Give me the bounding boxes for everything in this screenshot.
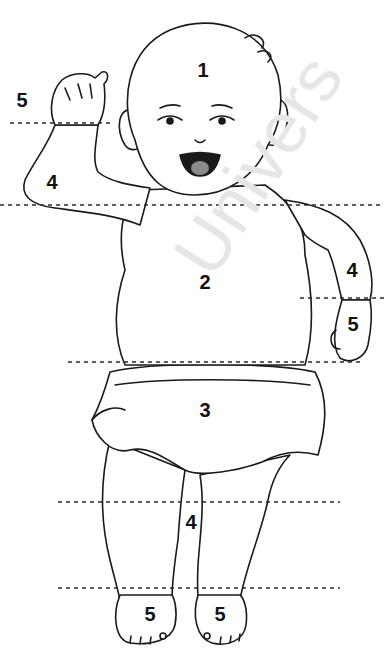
toenail [160,633,166,639]
toenail [204,633,210,639]
division-line [58,501,340,503]
thumb [331,330,340,349]
pupil [167,118,173,124]
callout-number: 3 [199,400,210,420]
division-line [300,297,384,299]
callout-number: 4 [346,260,357,280]
callout-number: 4 [185,512,196,532]
left-leg [103,440,186,600]
callout-number: 2 [199,272,210,292]
right-leg [198,455,290,600]
tongue [191,161,209,175]
callout-number: 4 [46,172,57,192]
diaper-band [115,380,310,385]
callout-number: 5 [347,314,358,334]
raised-hand [51,72,107,125]
callout-number: 5 [214,604,225,624]
nose [195,140,205,143]
diaper-fold [92,408,125,420]
right-hand [335,300,372,361]
callout-number: 5 [16,90,27,110]
diaper [92,365,325,474]
division-line [58,587,340,589]
hair-curl [245,35,271,62]
eyebrows [160,105,232,108]
right-foot [195,595,246,644]
watermark: Univers [161,43,354,287]
callout-number: 5 [144,604,155,624]
finger-lines [65,84,92,100]
right-arm [285,200,372,300]
division-line [10,122,112,124]
callout-number: 1 [197,60,208,80]
pupil [219,118,225,124]
toe-lines [130,636,151,644]
toe-lines [220,634,240,644]
division-line [68,361,362,363]
left-foot [116,595,176,644]
